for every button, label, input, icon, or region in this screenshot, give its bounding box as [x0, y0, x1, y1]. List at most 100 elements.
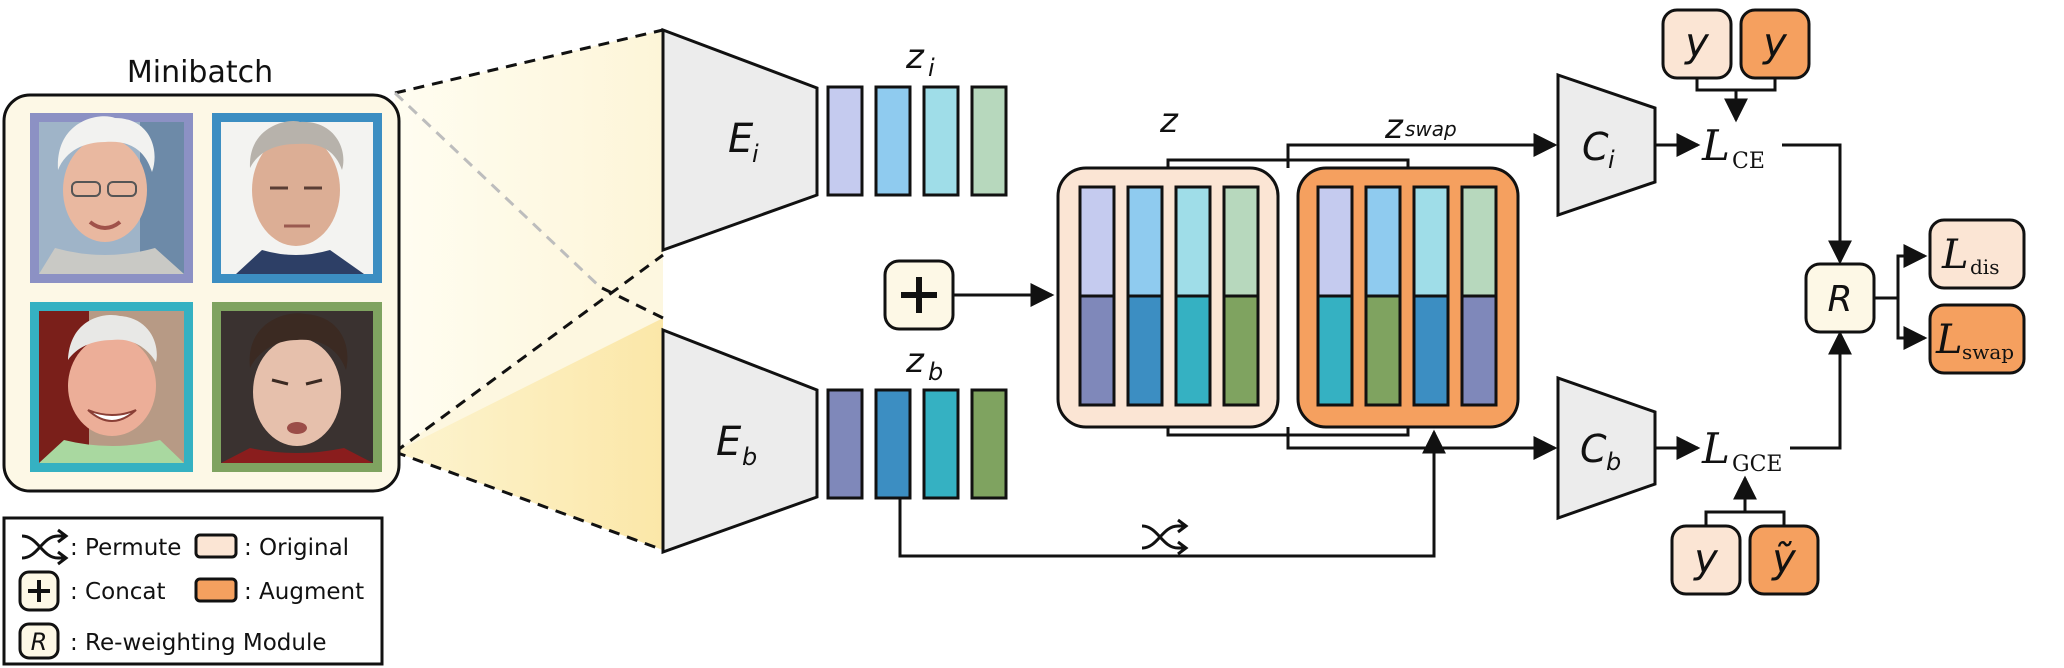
zswap-augment-container — [1296, 166, 1520, 429]
cb-label: C — [1580, 427, 1607, 471]
lgce-to-r — [1790, 330, 1852, 450]
legend-concat-text: : Concat — [70, 579, 166, 605]
z-bottom-4 — [1222, 294, 1260, 407]
legend-permute-text: : Permute — [70, 535, 181, 561]
lce-to-r — [1782, 143, 1852, 265]
loss-ce-sub: CE — [1732, 149, 1765, 174]
z-bottom-1 — [1078, 294, 1116, 407]
reweight-label: R — [1827, 279, 1852, 320]
latent-zi: z i — [826, 37, 1008, 197]
ci-subscript: i — [1608, 146, 1615, 174]
top-bracket-outer — [1286, 143, 1555, 168]
legend-augment-swatch — [194, 577, 238, 603]
legend-original-text: : Original — [244, 535, 349, 561]
loss-ce: L CE — [1701, 121, 1765, 174]
bottom-bracket-outer — [1286, 427, 1555, 450]
zswap-top-4 — [1460, 185, 1498, 298]
legend-permute-icon — [21, 528, 69, 566]
zswap-bottom-4 — [1460, 294, 1498, 407]
encoder-bias-label: E — [716, 419, 742, 465]
legend-concat-icon — [18, 570, 60, 612]
loss-gce-sub: GCE — [1732, 452, 1782, 477]
gce-target-y-label: y — [1693, 536, 1719, 582]
reweight-module: R — [1804, 262, 1876, 334]
z-original-container — [1056, 166, 1280, 429]
face-photo-2 — [212, 113, 382, 283]
zb-block-3 — [922, 388, 960, 500]
ci-label: C — [1582, 125, 1609, 169]
ce-target-y-original-label: y — [1684, 20, 1710, 66]
z-top-1 — [1078, 185, 1116, 298]
encoder-intrinsic-subscript: i — [752, 140, 759, 168]
loss-gce-main: L — [1701, 424, 1730, 473]
legend: : Permute : Concat R : Re-weighting Modu… — [2, 516, 384, 666]
loss-swap-main: L — [1935, 317, 1963, 363]
z-label-group: z z swap — [1159, 101, 1457, 147]
loss-gce: L GCE — [1701, 424, 1782, 477]
cb-subscript: b — [1606, 448, 1621, 476]
zb-block-4 — [970, 388, 1008, 500]
legend-reweight-text: : Re-weighting Module — [70, 630, 327, 656]
zswap-top-1 — [1316, 185, 1354, 298]
zswap-bottom-3 — [1412, 294, 1450, 407]
legend-reweight-symbol: R — [31, 628, 48, 656]
face-photo-4 — [212, 302, 382, 472]
zswap-bottom-1 — [1316, 294, 1354, 407]
classifier-intrinsic: C i — [1556, 72, 1657, 218]
zswap-top-2 — [1364, 185, 1402, 298]
gce-targets: y ỹ — [1670, 475, 1820, 596]
zi-block-2 — [874, 85, 912, 197]
ce-targets: y y — [1661, 8, 1811, 123]
zi-block-3 — [922, 85, 960, 197]
fan-edge-top — [394, 28, 664, 95]
face-photo-1 — [30, 113, 193, 283]
zi-subscript: i — [928, 54, 935, 82]
minibatch-to-encoders-fan — [393, 28, 664, 552]
minibatch-title: Minibatch — [127, 55, 273, 90]
legend-frame — [2, 516, 384, 666]
zswap-subscript: swap — [1405, 117, 1457, 141]
legend-reweight-icon: R — [18, 622, 60, 660]
encoder-bias-subscript: b — [742, 443, 757, 471]
fan-edge-bottom — [394, 450, 664, 552]
concat-node — [883, 259, 955, 331]
r-to-ldis — [1896, 244, 1928, 298]
loss-dis-box: L dis — [1928, 218, 2026, 290]
loss-dis-sub: dis — [1970, 255, 1999, 279]
encoder-intrinsic-label: E — [728, 116, 754, 162]
classifier-bias: C b — [1556, 375, 1657, 521]
z-label: z — [1159, 101, 1179, 141]
z-top-3 — [1174, 185, 1212, 298]
zb-label: z — [905, 341, 925, 381]
z-bottom-3 — [1174, 294, 1212, 407]
loss-swap-sub: swap — [1962, 340, 2014, 364]
loss-swap-box: L swap — [1928, 303, 2026, 375]
r-to-lswap — [1896, 298, 1928, 350]
legend-augment-text: : Augment — [244, 579, 364, 605]
z-bottom-2 — [1126, 294, 1164, 407]
loss-ce-main: L — [1701, 121, 1730, 170]
legend-original-swatch — [194, 533, 238, 559]
loss-dis-main: L — [1941, 232, 1969, 278]
fan-edge-gray — [393, 91, 602, 289]
encoder-intrinsic: E i — [661, 27, 819, 253]
minibatch: Minibatch — [2, 55, 401, 493]
z-top-4 — [1222, 185, 1260, 298]
zb-block-2 — [874, 388, 912, 500]
zb-block-1 — [826, 388, 864, 500]
encoder-bias: E b — [661, 327, 819, 555]
latent-zb: z b — [826, 341, 1008, 500]
zi-block-1 — [826, 85, 864, 197]
fan-edge-mid-lower — [599, 285, 664, 320]
ce-target-y-augment-label: y — [1762, 20, 1788, 66]
zswap-bottom-2 — [1364, 294, 1402, 407]
zi-label: z — [905, 37, 925, 77]
zi-block-4 — [970, 85, 1008, 197]
permute-icon — [1141, 518, 1189, 556]
zswap-top-3 — [1412, 185, 1450, 298]
zb-subscript: b — [928, 358, 943, 386]
face-photo-3 — [30, 302, 193, 472]
zswap-label: z — [1384, 107, 1404, 147]
gce-target-ytilde-label: ỹ — [1771, 536, 1797, 582]
